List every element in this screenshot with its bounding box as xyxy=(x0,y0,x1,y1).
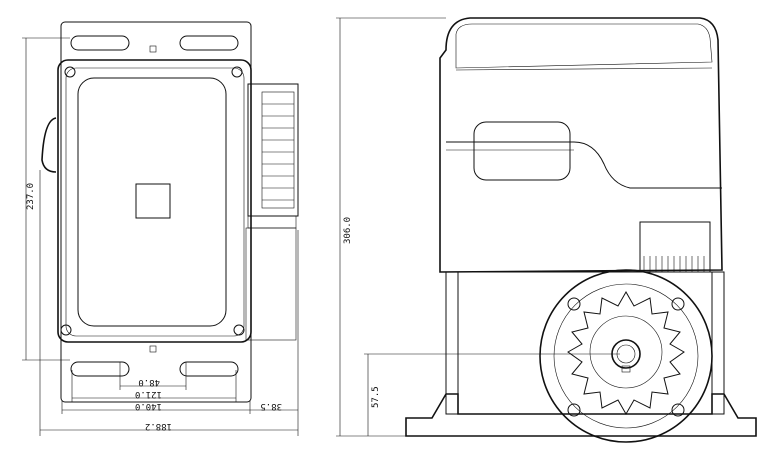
dim-57-5: 57.5 xyxy=(371,386,381,408)
center-square xyxy=(135,183,171,219)
screw-bl xyxy=(60,324,72,336)
bolt-br xyxy=(671,403,685,417)
housing-body xyxy=(57,59,252,343)
bolt-bl xyxy=(567,403,581,417)
slot-bottom-right xyxy=(179,361,239,377)
dim-121: 121.0 xyxy=(135,389,162,399)
dim-38-5: 38.5 xyxy=(260,401,282,411)
top-view: 237.0 48.0 121.0 140.0 38.5 188.2 xyxy=(22,21,299,436)
gear-fins xyxy=(262,103,294,201)
top-cover xyxy=(439,17,723,273)
release-handle xyxy=(41,117,57,173)
sprocket xyxy=(567,290,685,416)
slot-bottom-left xyxy=(70,361,130,377)
side-view: 306.0 57.5 xyxy=(336,17,757,443)
dim-237: 237.0 xyxy=(26,183,36,210)
pinion-teeth xyxy=(643,256,705,272)
dim-188-2: 188.2 xyxy=(145,421,172,431)
housing-cover xyxy=(77,77,227,327)
screw-tr xyxy=(231,66,243,78)
screw-tl xyxy=(64,66,76,78)
bolt-tr xyxy=(671,297,685,311)
slot-top-left xyxy=(70,35,130,51)
bolt-tl xyxy=(567,297,581,311)
dim-48: 48.0 xyxy=(138,377,160,387)
dim-140: 140.0 xyxy=(135,401,162,411)
screw-br xyxy=(233,324,245,336)
pinion-cover xyxy=(639,221,711,273)
base-plate xyxy=(405,393,757,437)
slot-top-right xyxy=(179,35,239,51)
gear-housing xyxy=(539,269,713,443)
dim-306: 306.0 xyxy=(343,217,353,244)
window xyxy=(473,121,571,181)
